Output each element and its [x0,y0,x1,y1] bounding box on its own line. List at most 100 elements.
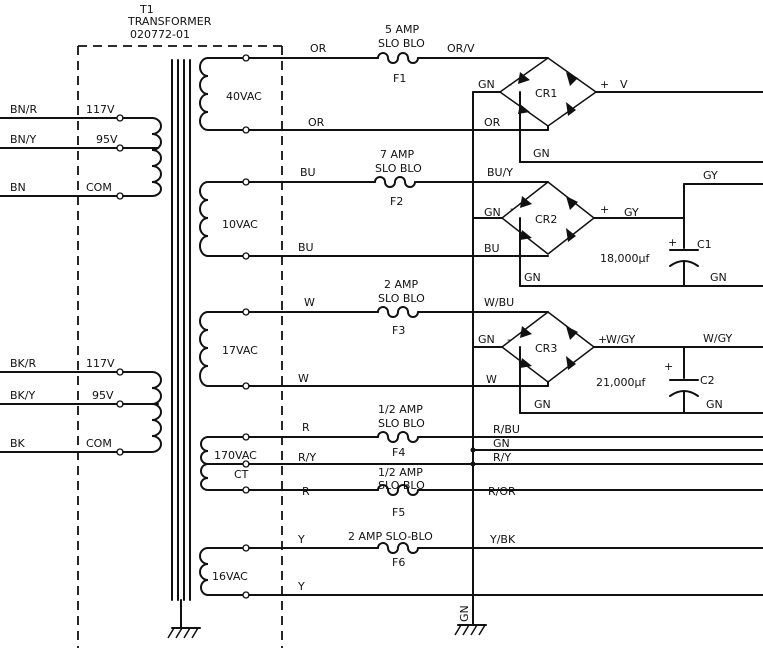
cr1-plus-sign: + [600,78,609,91]
fuse-f3 [377,306,419,318]
cr3-out-label: W/GY [606,333,636,346]
cr1-gn-out-label: GN [533,147,550,160]
secondary-label-170vac: 170VAC [214,449,257,462]
wire-label-r-bu: R/BU [493,423,520,436]
secondary-winding-16vac [199,544,250,599]
secondary-label-ct: CT [234,468,249,481]
cr3-gn-label: GN [478,333,495,346]
capacitor-c1-label: C1 [697,238,712,251]
wire-label-r-y-left: R/Y [298,451,316,464]
bridge-rectifier-cr2 [500,181,596,255]
fuse-f4-type: SLO BLO [378,417,425,430]
primary-winding-bottom [0,368,162,456]
fuse-f5 [377,484,419,496]
wire-label-bu-2: BU [298,241,314,254]
transformer-title: TRANSFORMER [127,15,212,28]
cr2-out-label: GY [624,206,639,219]
fuse-f3-label: F3 [392,324,405,337]
capacitor-c1 [669,249,699,287]
chassis-ground-symbol [167,627,201,639]
capacitor-c2-label: C2 [700,374,715,387]
transformer-core [171,59,191,629]
fuse-f5-label: F5 [392,506,405,519]
wire-label-or-2: OR [308,116,325,129]
secondary-winding-17vac [199,308,250,390]
transformer-designator: T1 [139,3,154,16]
secondary-winding-10vac [199,178,250,260]
fuse-f5-rating: 1/2 AMP [378,466,423,479]
wire-label-r-or: R/OR [488,485,516,498]
fuse-f2-type: SLO BLO [375,162,422,175]
secondary-label-40vac: 40VAC [226,90,262,103]
tap-label-95v-bottom: 95V [92,389,114,402]
fuse-f6-rating: 2 AMP SLO-BLO [348,530,433,543]
fuse-f1-label: F1 [393,72,406,85]
cr3-minus-sign: - [507,333,511,346]
fuse-f3-type: SLO BLO [378,292,425,305]
fuse-f4 [377,431,419,443]
rectifier-cr1-label: CR1 [535,87,557,100]
cr2-minus-sign: - [510,202,514,215]
cr3-gn-out-label: GN [534,398,551,411]
secondary-label-16vac: 16VAC [212,570,248,583]
fuse-f3-rating: 2 AMP [384,278,419,291]
cr2-bu-label: BU [484,242,500,255]
cr1-or-label: OR [484,116,501,129]
cr3-w-label: W [486,373,497,386]
wire-label-bk: BK [10,437,26,450]
tap-label-com-top: COM [86,181,112,194]
wire-label-or-v: OR/V [447,42,475,55]
ground-bus-label: GN [458,605,471,622]
fuse-f1 [377,52,419,64]
fuse-f6 [377,542,419,554]
wire-label-bk-y: BK/Y [10,389,35,402]
tap-label-117v-top: 117V [86,103,115,116]
cr1-out-label: V [620,78,628,91]
bridge-rectifier-cr3 [500,311,596,387]
wire-label-bk-r: BK/R [10,357,36,370]
cr1-minus-sign: - [508,78,512,91]
fuse-f1-type: SLO BLO [378,37,425,50]
wire-label-y-bk: Y/BK [489,533,516,546]
cr1-gn-label: GN [478,78,495,91]
tap-label-95v-top: 95V [96,133,118,146]
secondary-winding-170vac [200,433,250,494]
fuse-f2-label: F2 [390,195,403,208]
ground-bus-symbol [454,624,487,636]
bridge-rectifier-cr1 [498,57,598,131]
secondary-label-17vac: 17VAC [222,344,258,357]
c2-top-wire-label: W/GY [703,332,733,345]
transformer-part-number: 020772-01 [130,28,190,41]
fuse-f4-rating: 1/2 AMP [378,403,423,416]
cr3-plus-sign: + [598,333,607,346]
cr2-gn-label: GN [484,206,501,219]
rectifier-cr2-label: CR2 [535,213,557,226]
cr2-gn-out-label: GN [524,271,541,284]
fuse-f2 [374,176,416,188]
cr2-plus-sign: + [600,203,609,216]
wire-label-r-2: R [302,485,310,498]
wire-label-w-bu: W/BU [484,296,514,309]
wire-label-bu-1: BU [300,166,316,179]
wire-label-bu-y: BU/Y [487,166,513,179]
capacitor-c2 [669,379,699,414]
wire-label-r-y-right: R/Y [493,451,511,464]
c2-bottom-wire-label: GN [706,398,723,411]
junction-dot [470,447,476,453]
tap-label-com-bottom: COM [86,437,112,450]
junction-dot [470,461,476,467]
fuse-f2-rating: 7 AMP [380,148,415,161]
tap-label-117v-bottom: 117V [86,357,115,370]
wire-label-gn-mid: GN [493,437,510,450]
fuse-f5-type: SLO BLO [378,479,425,492]
fuse-f4-label: F4 [392,446,405,459]
wire-label-w-2: W [298,372,309,385]
fuse-f6-label: F6 [392,556,405,569]
wire-label-y-1: Y [297,533,305,546]
rectifier-cr3-label: CR3 [535,342,557,355]
capacitor-c2-plus: + [664,360,673,373]
wire-label-bn-r: BN/R [10,103,37,116]
wire-label-r: R [302,421,310,434]
fuse-f1-rating: 5 AMP [385,23,420,36]
